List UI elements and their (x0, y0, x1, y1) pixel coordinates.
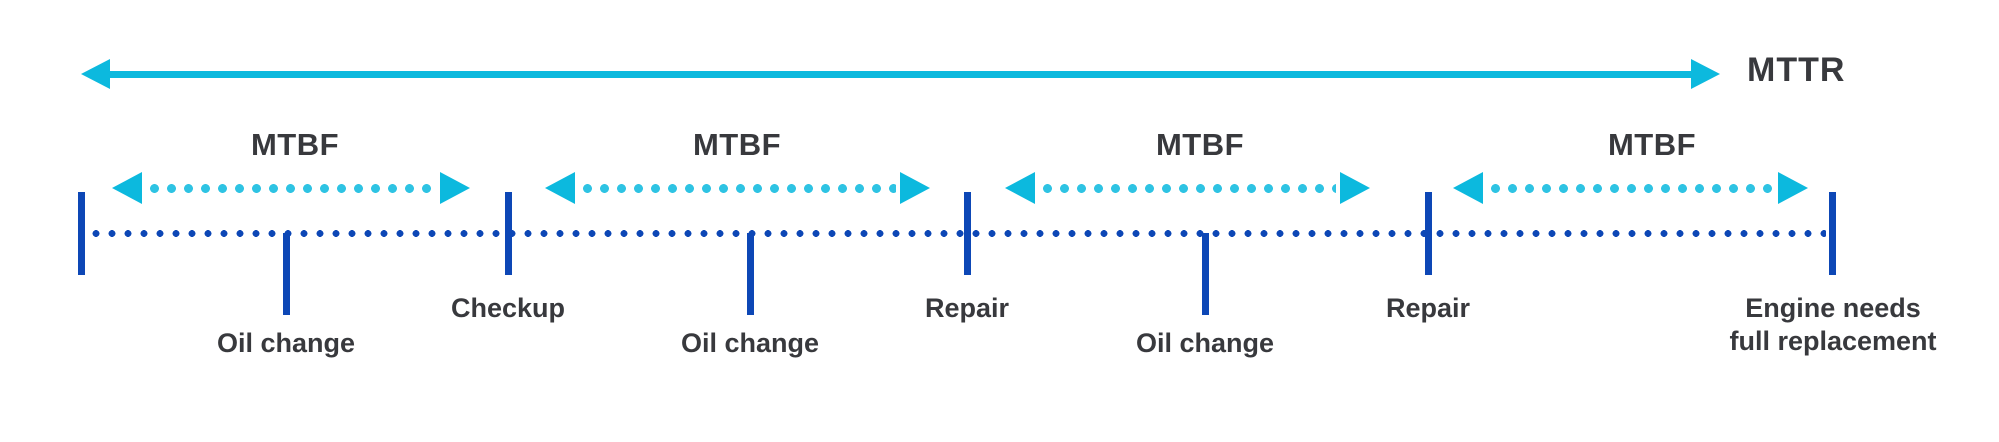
event-label-repair-2: Repair (1385, 293, 1471, 323)
arrowhead-left-icon (1453, 172, 1483, 204)
arrowhead-right-icon (1340, 172, 1370, 204)
event-label-engine-replacement: Engine needs full replacement (1683, 292, 1983, 358)
arrowhead-right-icon (1778, 172, 1808, 204)
tick-oil-change-2 (747, 233, 754, 315)
mtbf-arrow-4 (1453, 172, 1808, 204)
tick-start (78, 192, 85, 275)
arrowhead-right-icon (440, 172, 470, 204)
event-label-repair-1: Repair (924, 293, 1010, 323)
mttr-arrow-line (95, 71, 1707, 78)
dotted-line (1039, 183, 1336, 193)
event-label-line: full replacement (1729, 326, 1937, 356)
arrowhead-right-icon (900, 172, 930, 204)
tick-oil-change-1 (283, 233, 290, 315)
mtbf-label-2: MTBF (692, 127, 782, 162)
tick-oil-change-3 (1202, 233, 1209, 315)
tick-repair-1 (964, 192, 971, 275)
mtbf-label-1: MTBF (250, 127, 340, 162)
mtbf-arrow-3 (1005, 172, 1370, 204)
mtbf-arrow-2 (545, 172, 930, 204)
dotted-line (1487, 183, 1774, 193)
event-label-oil-change-1: Oil change (216, 328, 356, 358)
dotted-line (579, 183, 896, 193)
arrowhead-left-icon (112, 172, 142, 204)
arrowhead-left-icon (1005, 172, 1035, 204)
event-label-line: Engine needs (1745, 293, 1921, 323)
arrowhead-right-icon (1691, 59, 1720, 89)
event-label-checkup: Checkup (450, 293, 566, 323)
timeline-dotted-line (88, 230, 1826, 237)
mtbf-arrow-1 (112, 172, 470, 204)
mtbf-label-4: MTBF (1607, 127, 1697, 162)
tick-checkup (505, 192, 512, 275)
tick-repair-2 (1425, 192, 1432, 275)
arrowhead-left-icon (545, 172, 575, 204)
mttr-label: MTTR (1747, 51, 1846, 89)
mtbf-label-3: MTBF (1155, 127, 1245, 162)
tick-end (1829, 192, 1836, 275)
event-label-oil-change-2: Oil change (680, 328, 820, 358)
arrowhead-left-icon (81, 59, 110, 89)
event-label-oil-change-3: Oil change (1135, 328, 1275, 358)
dotted-line (146, 183, 436, 193)
